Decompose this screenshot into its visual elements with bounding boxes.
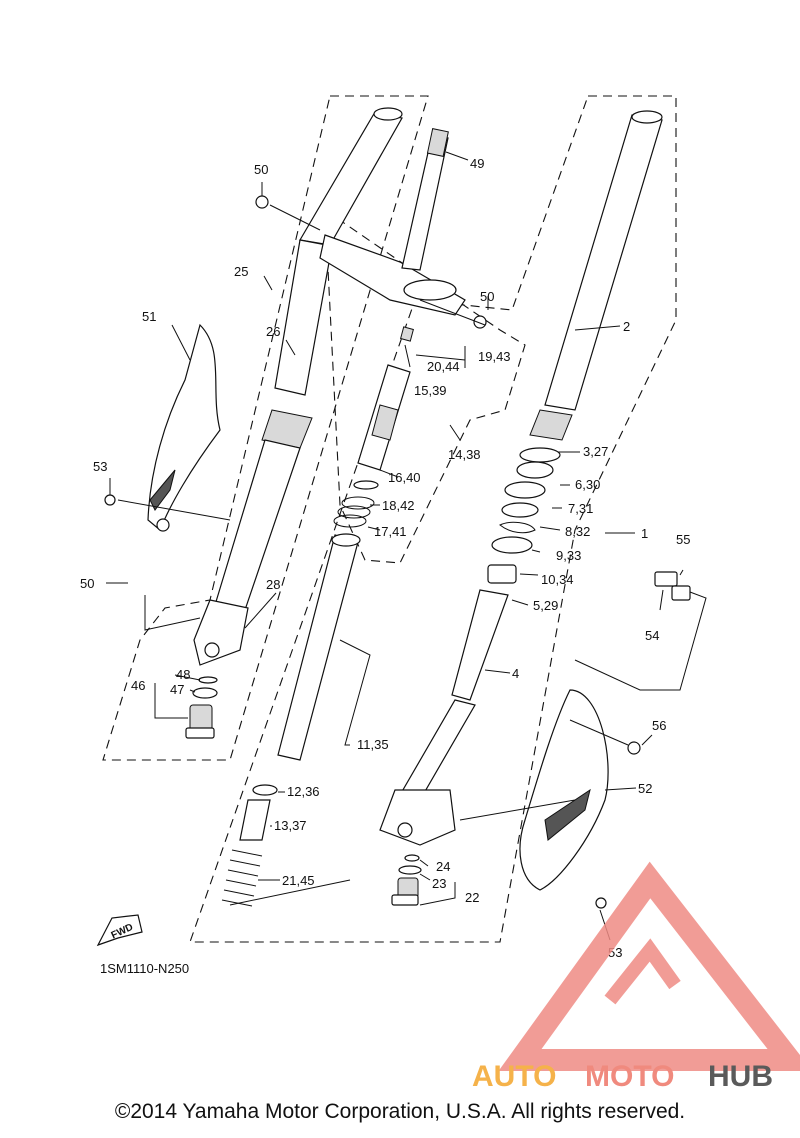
watermark-auto: AUTO	[472, 1060, 556, 1093]
callout-labels: 50 49 25 26 51 53 50 28 48 46 47 50 20,4…	[80, 156, 690, 976]
fwd-arrow: FWD	[96, 914, 143, 947]
leader-lines	[106, 151, 707, 941]
callout-50-top: 50	[254, 162, 268, 177]
callout-5-29: 5,29	[533, 598, 558, 613]
watermark-moto: MOTO	[585, 1060, 674, 1093]
callout-48: 48	[176, 667, 190, 682]
triple-clamp	[255, 128, 487, 329]
damper-internals	[221, 326, 414, 907]
callout-2: 2	[623, 319, 630, 334]
callout-19-43: 19,43	[478, 349, 511, 364]
callout-4: 4	[512, 666, 519, 681]
callout-18-42: 18,42	[382, 498, 415, 513]
copyright-notice: ©2014 Yamaha Motor Corporation, U.S.A. A…	[114, 1100, 686, 1123]
callout-53-left: 53	[93, 459, 107, 474]
watermark-text: AUTO MOTO HUB	[472, 1060, 773, 1093]
callout-22: 22	[465, 890, 479, 905]
left-fork-assembly	[185, 107, 403, 739]
callout-47: 47	[170, 682, 184, 697]
callout-49: 49	[470, 156, 484, 171]
callout-8-32: 8,32	[565, 524, 590, 539]
callout-55: 55	[676, 532, 690, 547]
callout-26: 26	[266, 324, 280, 339]
callout-21-45: 21,45	[282, 873, 315, 888]
callout-50-right: 50	[480, 289, 494, 304]
group-outlines	[102, 95, 677, 943]
watermark-hub: HUB	[708, 1060, 773, 1093]
callout-56: 56	[652, 718, 666, 733]
callout-17-41: 17,41	[374, 524, 407, 539]
callout-13-37: 13,37	[274, 818, 307, 833]
callout-54: 54	[645, 628, 659, 643]
callout-25: 25	[234, 264, 248, 279]
watermark-logo	[498, 861, 800, 1071]
callout-9-33: 9,33	[556, 548, 581, 563]
callout-24: 24	[436, 859, 450, 874]
callout-11-35: 11,35	[357, 737, 389, 752]
callout-6-30: 6,30	[575, 477, 600, 492]
callout-52: 52	[638, 781, 652, 796]
callout-51: 51	[142, 309, 156, 324]
callout-15-39: 15,39	[414, 383, 447, 398]
number-plate	[104, 323, 221, 532]
callout-10-34: 10,34	[541, 572, 574, 587]
callout-20-44: 20,44	[427, 359, 460, 374]
callout-12-36: 12,36	[287, 784, 320, 799]
callout-1: 1	[641, 526, 648, 541]
callout-23: 23	[432, 876, 446, 891]
callout-28: 28	[266, 577, 280, 592]
callout-50-left: 50	[80, 576, 94, 591]
callout-3-27: 3,27	[583, 444, 608, 459]
right-fork-assembly	[379, 110, 663, 906]
callout-7-31: 7,31	[568, 501, 593, 516]
callout-14-38: 14,38	[448, 447, 481, 462]
callout-16-40: 16,40	[388, 470, 421, 485]
callout-46: 46	[131, 678, 145, 693]
diagram-code: 1SM1110-N250	[100, 961, 189, 976]
fork-guard	[519, 571, 691, 909]
